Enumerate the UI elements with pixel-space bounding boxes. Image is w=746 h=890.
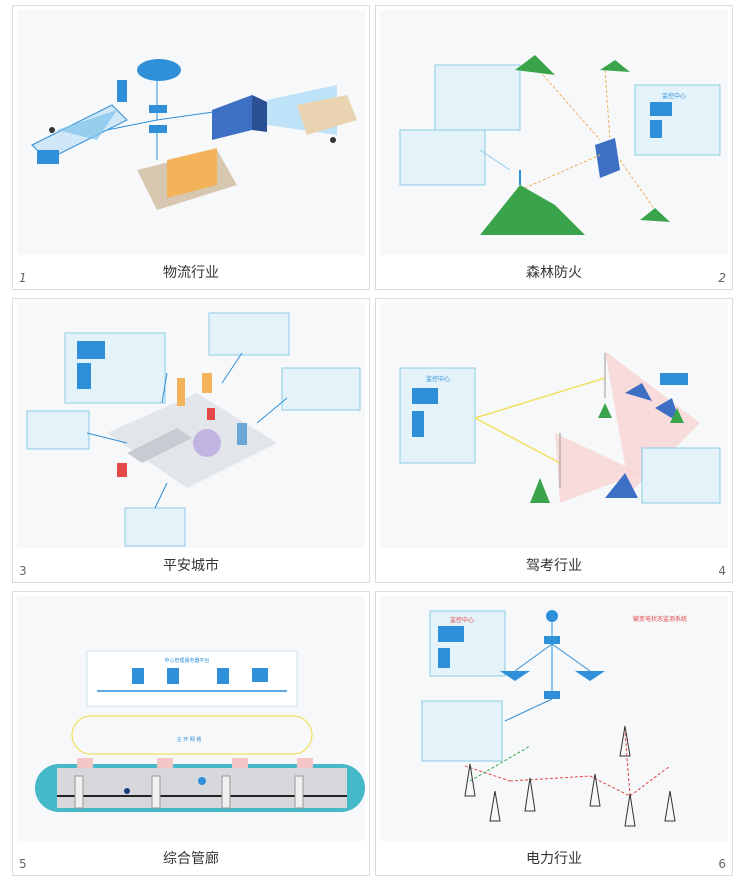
utility-tunnel-illustration: 中心管理服务器平台 主 环 网 络: [17, 596, 365, 841]
card-number: 5: [19, 857, 27, 871]
card-label: 驾考行业: [526, 558, 582, 574]
card-power-industry[interactable]: 监控中心 输变电状态监测系统: [375, 591, 733, 876]
forest-fire-illustration: 监控中心: [380, 10, 728, 255]
driving-test-illustration: 监控中心: [380, 303, 728, 548]
card-safe-city[interactable]: 平安城市 3: [12, 298, 370, 583]
card-driving-test[interactable]: 监控中心 驾考行业 4: [375, 298, 733, 583]
power-title-text: 输变电状态监测系统: [633, 615, 687, 623]
pipe-top-text: 中心管理服务器平台: [164, 657, 209, 664]
cloud-icon: [137, 59, 181, 81]
safe-city-illustration: [17, 303, 365, 548]
monitor-center-text: 监控中心: [450, 616, 474, 624]
card-label: 森林防火: [526, 265, 582, 281]
monitor-center-text: 监控中心: [426, 375, 450, 383]
card-number: 3: [19, 564, 27, 578]
logistics-illustration: [17, 10, 365, 255]
card-number: 2: [718, 271, 726, 285]
card-label: 平安城市: [163, 558, 219, 574]
card-label: 电力行业: [526, 851, 582, 867]
card-logistics[interactable]: 物流行业 1: [12, 5, 370, 290]
pipe-ring-text: 主 环 网 络: [177, 736, 202, 743]
card-number: 6: [718, 857, 726, 871]
card-utility-tunnel[interactable]: 中心管理服务器平台 主 环 网 络 综合管廊 5: [12, 591, 370, 876]
card-number: 4: [718, 564, 726, 578]
card-label: 综合管廊: [163, 851, 219, 867]
power-industry-illustration: 监控中心 输变电状态监测系统: [380, 596, 728, 841]
monitor-center-text: 监控中心: [662, 92, 686, 100]
card-label: 物流行业: [163, 265, 219, 281]
card-forest-fire[interactable]: 监控中心 森林防火 2: [375, 5, 733, 290]
card-number: 1: [19, 271, 27, 285]
